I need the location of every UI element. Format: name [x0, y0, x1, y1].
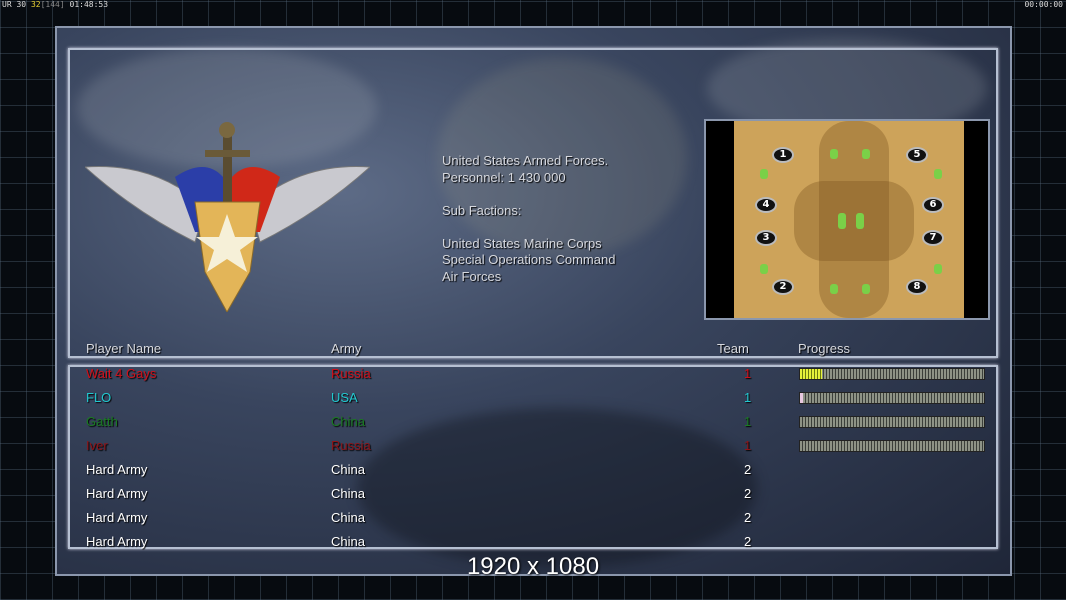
start-spot: 7: [922, 230, 944, 246]
player-team: 2: [744, 534, 752, 549]
player-army: China: [331, 414, 365, 429]
player-row: Hard Army China 2: [0, 534, 1066, 558]
progress-bar: [799, 368, 985, 380]
start-spot: 6: [922, 197, 944, 213]
player-row: Hard Army China 2: [0, 510, 1066, 534]
player-name: Wait 4 Gays: [86, 366, 157, 381]
minimap: 1 2 3 4 5 6 7 8: [704, 119, 990, 320]
hud-stats: UR 30 32[144] 01:48:53: [2, 0, 109, 9]
player-row: Wait 4 Gays Russia 1: [0, 366, 1066, 390]
header-player-name: Player Name: [86, 341, 162, 356]
player-team: 2: [744, 462, 752, 477]
sub-faction: Air Forces: [442, 268, 502, 284]
progress-bar: [799, 392, 985, 404]
sub-factions-title: Sub Factions:: [442, 202, 522, 218]
player-name: Hard Army: [86, 486, 148, 501]
start-spot: 3: [755, 230, 777, 246]
player-army: China: [331, 486, 365, 501]
sub-faction: United States Marine Corps: [442, 235, 602, 251]
faction-name: United States Armed Forces.: [442, 153, 609, 168]
player-table-frame: [68, 365, 998, 549]
sub-faction: Special Operations Command: [442, 252, 616, 267]
player-team: 1: [744, 366, 752, 381]
start-spot: 5: [906, 147, 928, 163]
player-row: Gatth China 1: [0, 414, 1066, 438]
player-army: China: [331, 534, 365, 549]
player-name: Gatth: [86, 414, 118, 429]
hud-timer: 00:00:00: [1024, 0, 1063, 9]
progress-fill: [800, 369, 823, 379]
header-progress: Progress: [798, 341, 851, 356]
player-name: Hard Army: [86, 462, 148, 477]
start-spot: 1: [772, 147, 794, 163]
player-army: China: [331, 510, 365, 525]
header-army: Army: [331, 341, 362, 356]
player-name: Hard Army: [86, 510, 148, 525]
player-row: Iver Russia 1: [0, 438, 1066, 462]
progress-bar: [799, 440, 985, 452]
faction-personnel: Personnel: 1 430 000: [442, 169, 566, 185]
faction-info: United States Armed Forces. Personnel: 1…: [442, 153, 615, 285]
progress-fill: [800, 393, 803, 403]
progress-bar: [799, 416, 985, 428]
player-army: Russia: [331, 366, 371, 381]
usa-faction-emblem-icon: [85, 122, 370, 312]
info-frame: [68, 48, 998, 358]
player-row: Hard Army China 2: [0, 462, 1066, 486]
player-team: 2: [744, 510, 752, 525]
player-team: 1: [744, 438, 752, 453]
player-name: FLO: [86, 390, 112, 405]
player-army: Russia: [331, 438, 371, 453]
player-team: 1: [744, 414, 752, 429]
player-row: FLO USA 1: [0, 390, 1066, 414]
header-team: Team: [717, 341, 749, 356]
player-team: 2: [744, 486, 752, 501]
player-army: China: [331, 462, 365, 477]
resolution-label: 1920 x 1080: [466, 553, 600, 580]
start-spot: 2: [772, 279, 794, 295]
player-row: Hard Army China 2: [0, 486, 1066, 510]
player-army: USA: [331, 390, 358, 405]
player-team: 1: [744, 390, 752, 405]
start-spot: 4: [755, 197, 777, 213]
player-name: Hard Army: [86, 534, 148, 549]
player-name: Iver: [86, 438, 108, 453]
start-spot: 8: [906, 279, 928, 295]
